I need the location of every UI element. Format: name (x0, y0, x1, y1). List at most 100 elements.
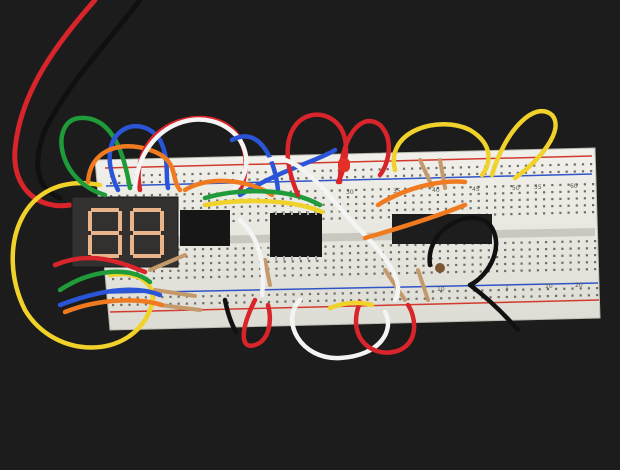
breadboard-hole (324, 266, 327, 269)
breadboard-hole (579, 294, 582, 297)
breadboard-hole (514, 295, 517, 298)
breadboard-hole (299, 260, 303, 263)
breadboard-hole (338, 189, 341, 192)
breadboard-hole (463, 263, 466, 266)
breadboard-hole (577, 268, 580, 271)
breadboard-hole (522, 295, 525, 298)
breadboard-hole (308, 292, 312, 296)
breadboard-hole (381, 258, 384, 261)
breadboard-hole (340, 273, 343, 276)
breadboard-hole (533, 164, 536, 167)
breadboard-hole (362, 168, 365, 171)
breadboard-hole (446, 257, 450, 260)
breadboard-hole (185, 302, 188, 305)
breadboard-hole (592, 204, 595, 207)
breadboard-hole (313, 169, 316, 173)
breadboard-hole (444, 207, 448, 210)
breadboard-hole (485, 185, 488, 188)
breadboard-hole (583, 197, 586, 200)
breadboard-hole (575, 211, 578, 214)
breadboard-hole (120, 296, 123, 299)
breadboard-hole (414, 264, 417, 267)
breadboard-hole (505, 295, 508, 299)
breadboard-hole (500, 165, 503, 168)
orange-wire (362, 202, 468, 241)
breadboard-hole (234, 268, 237, 271)
breadboard-hole (592, 183, 595, 186)
display-segment (118, 211, 122, 231)
breadboard-hole (455, 249, 458, 253)
breadboard-hole (549, 171, 552, 174)
breadboard-hole (559, 197, 562, 200)
breadboard-hole (469, 200, 472, 203)
breadboard-hole (346, 196, 350, 199)
breadboard-hole (161, 270, 164, 273)
breadboard-hole (235, 301, 238, 304)
breadboard-hole (201, 262, 205, 265)
breadboard-hole (594, 254, 597, 257)
breadboard-hole (387, 195, 390, 198)
breadboard-hole (419, 167, 422, 170)
breadboard-hole (459, 166, 462, 169)
breadboard-hole (477, 192, 480, 195)
breadboard-hole (150, 194, 153, 197)
breadboard-hole (477, 206, 480, 209)
breadboard-hole (464, 289, 467, 292)
breadboard-hole (142, 174, 145, 177)
breadboard-hole (256, 171, 259, 174)
breadboard-hole (355, 195, 358, 199)
display-segment (160, 211, 164, 231)
breadboard-hole (575, 197, 578, 200)
white-wire (237, 217, 266, 298)
breadboard-hole (332, 259, 335, 262)
breadboard-hole (136, 270, 139, 273)
breadboard-hole (185, 269, 188, 272)
breadboard-hole (379, 216, 382, 219)
breadboard-hole (152, 277, 155, 280)
breadboard-hole (567, 183, 570, 186)
breadboard-hole (428, 208, 431, 211)
breadboard-hole (232, 219, 235, 223)
breadboard-hole (571, 294, 574, 297)
breadboard-hole (508, 172, 511, 175)
breadboard-hole (355, 209, 358, 213)
column-number-label: 10 (545, 283, 553, 290)
breadboard-hole (321, 169, 324, 172)
breadboard-hole (512, 262, 515, 265)
breadboard-hole (476, 172, 479, 175)
breadboard-hole (581, 170, 585, 173)
breadboard-hole (387, 202, 390, 205)
breadboard-hole (543, 184, 546, 187)
breadboard-hole (346, 203, 350, 206)
breadboard-hole (216, 199, 219, 202)
breadboard-hole (565, 170, 568, 173)
breadboard-hole (126, 194, 129, 197)
breadboard-hole (534, 198, 537, 201)
breadboard-hole (371, 216, 374, 219)
breadboard-hole (569, 261, 572, 264)
breadboard-hole (291, 274, 294, 277)
breadboard-hole (526, 184, 529, 187)
breadboard-hole (451, 173, 454, 176)
black-wire (427, 215, 499, 288)
breadboard-hole (590, 170, 593, 173)
breadboard-hole (497, 289, 500, 292)
breadboard-hole (267, 253, 270, 256)
black-wire (467, 282, 521, 333)
breadboard-hole (169, 295, 172, 298)
breadboard-hole (567, 204, 570, 207)
breadboard-hole (322, 196, 325, 199)
breadboard-hole (440, 290, 443, 293)
breadboard-hole (202, 302, 205, 305)
breadboard-hole (479, 263, 482, 266)
breadboard-hole (281, 211, 284, 214)
breadboard-hole (283, 267, 286, 270)
breadboard-hole (464, 296, 467, 299)
breadboard-hole (110, 195, 113, 198)
breadboard-hole (142, 194, 145, 197)
breadboard-hole (199, 192, 203, 195)
breadboard-holes (110, 163, 599, 307)
breadboard-hole (275, 274, 278, 277)
breadboard-hole (489, 296, 492, 299)
